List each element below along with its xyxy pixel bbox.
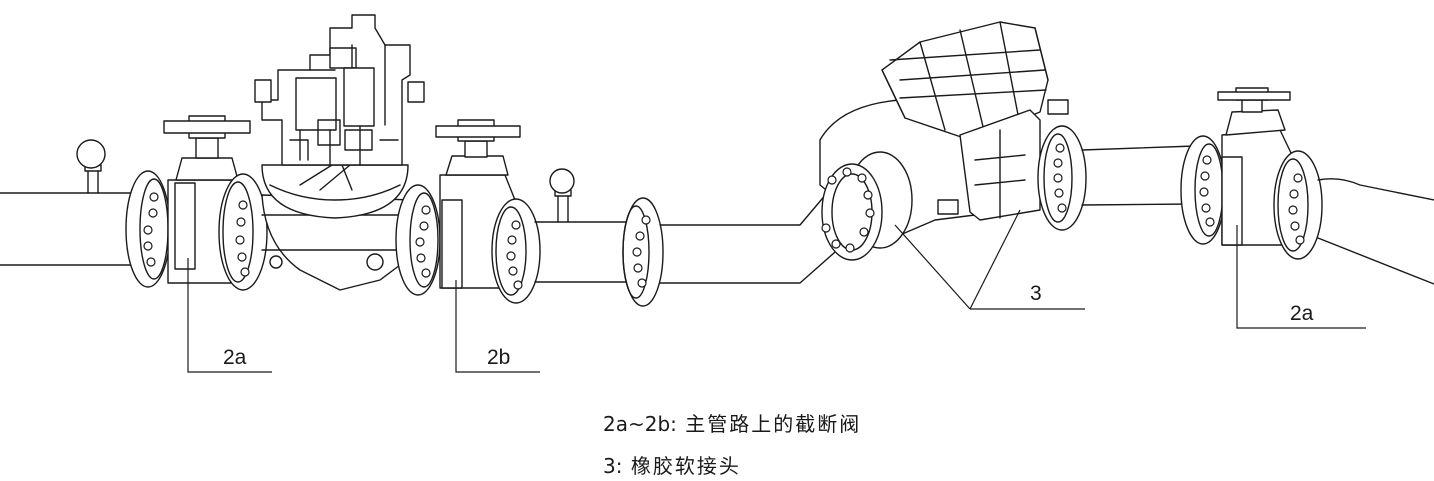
- flange-bolts-v2: [415, 205, 523, 290]
- callout-label-2a-right: 2a: [1290, 302, 1314, 325]
- outlet-pipe-segment: [1081, 145, 1196, 206]
- flange-bolts-pipe: [632, 215, 651, 288]
- callout-3: 3: [894, 209, 1085, 310]
- legend-item-joints: 3: 橡胶软接头: [603, 450, 741, 479]
- pressure-gauge-left: [76, 139, 106, 194]
- gate-valve-2b: [395, 119, 541, 304]
- callout-label-2b: 2b: [487, 346, 510, 369]
- control-valve: [254, 14, 425, 291]
- flange-bolts-v1: [143, 192, 250, 277]
- callout-label-2a-left: 2a: [223, 346, 247, 369]
- callout-2b: 2b: [455, 280, 540, 373]
- pump-and-motor: [819, 21, 1069, 261]
- callout-2a-right: 2a: [1236, 225, 1366, 329]
- legend-code: 3:: [603, 454, 623, 478]
- flange-bolts-pump: [821, 167, 875, 253]
- legend-text: 主管路上的截断阀: [685, 412, 862, 436]
- legend-text: 橡胶软接头: [630, 454, 741, 478]
- outlet-pipe: [1317, 178, 1434, 285]
- callout-label-3: 3: [1030, 282, 1042, 305]
- callout-2a-left: 2a: [187, 258, 272, 373]
- gate-valve-2a-left: [125, 115, 268, 291]
- legend-item-valves: 2a~2b: 主管路上的截断阀: [603, 408, 861, 437]
- inlet-pipe: [0, 192, 136, 266]
- legend-code: 2a~2b:: [603, 412, 677, 436]
- flange-bolts-v3: [1199, 155, 1305, 245]
- outlet-rubber-joint: [1037, 125, 1087, 231]
- pipe-segment: [534, 168, 861, 307]
